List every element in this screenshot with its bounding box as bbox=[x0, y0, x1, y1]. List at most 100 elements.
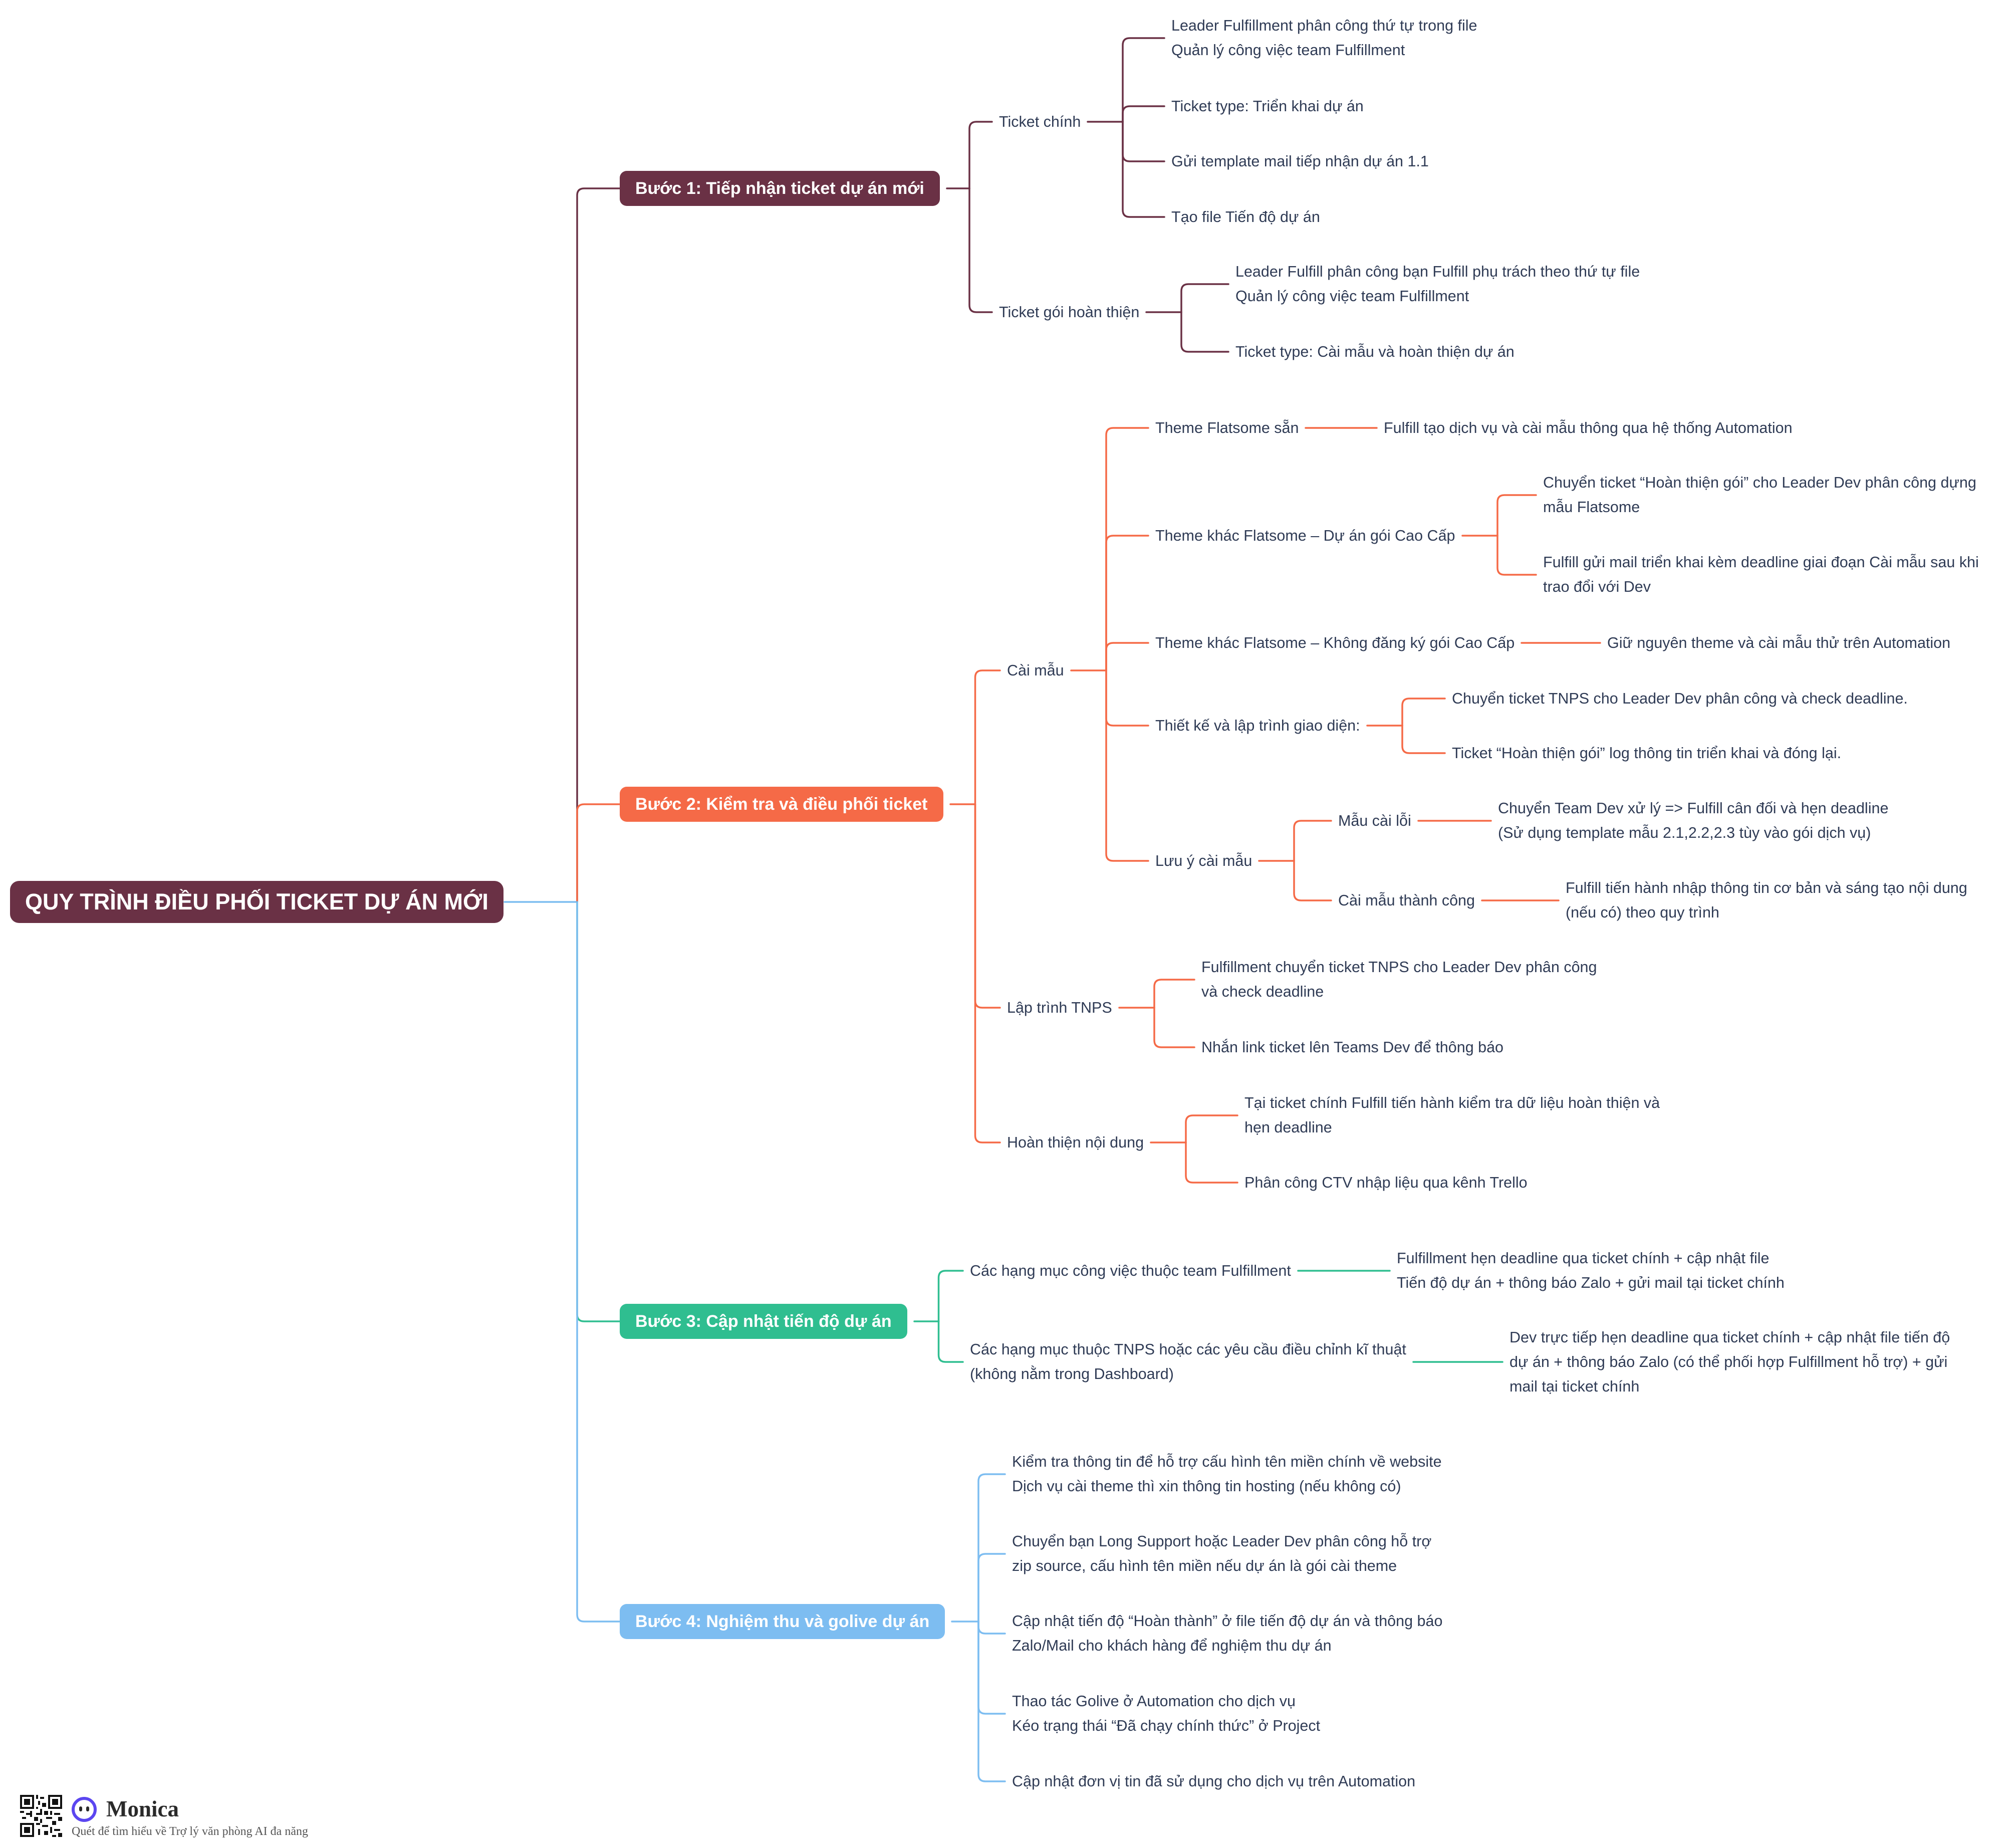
step-2-check-dispatch-leaf-1-1-1: Nhắn link ticket lên Teams Dev để thông … bbox=[1201, 1035, 1503, 1060]
step-1-receive-ticket-leaf-0-1-1-line: Ticket type: Cài mẫu và hoàn thiện dự án bbox=[1235, 343, 1515, 360]
step-4-acceptance-golive-leaf-3-1: Chuyển bạn Long Support hoặc Leader Dev … bbox=[1012, 1529, 1431, 1578]
connector-line bbox=[1185, 1114, 1238, 1143]
step-1-receive-ticket-leaf-0-0-2-line: Gửi template mail tiếp nhận dự án 1.1 bbox=[1171, 152, 1429, 170]
connector-line bbox=[1122, 105, 1165, 123]
step-1-receive-ticket-leaf-0-0-0-line: Leader Fulfillment phân công thứ tự tron… bbox=[1171, 17, 1477, 34]
step-1-receive-ticket-leaf-0-1-0-line: Quản lý công việc team Fulfillment bbox=[1235, 288, 1469, 305]
step-4-acceptance-golive-leaf-3-1-line: Chuyển bạn Long Support hoặc Leader Dev … bbox=[1012, 1533, 1432, 1550]
step-1-receive-ticket-leaf-0-0-0: Leader Fulfillment phân công thứ tự tron… bbox=[1171, 14, 1477, 63]
connector-line bbox=[977, 1621, 1006, 1782]
connector-line bbox=[1105, 669, 1149, 727]
step-3-update-progress-leaf-2-1-0-line: dự án + thông báo Zalo (có thể phối hợp … bbox=[1509, 1353, 1948, 1370]
connector-line bbox=[937, 1320, 964, 1363]
connector-line bbox=[977, 1553, 1006, 1623]
step-3-update-progress-topic-2-1: Các hạng mục thuộc TNPS hoặc các yêu cầu… bbox=[970, 1337, 1406, 1387]
connector-line bbox=[1122, 121, 1165, 218]
connector-line bbox=[1122, 37, 1165, 123]
step-2-check-dispatch-leaf-1-1-0-line: Fulfillment chuyển ticket TNPS cho Leade… bbox=[1201, 959, 1597, 976]
step-2-check-dispatch-topic-1-2: Hoàn thiện nội dung bbox=[1007, 1130, 1144, 1155]
step-3-update-progress: Bước 3: Cập nhật tiến độ dự án bbox=[620, 1304, 907, 1339]
root-title: QUY TRÌNH ĐIỀU PHỐI TICKET DỰ ÁN MỚI bbox=[10, 881, 503, 923]
step-2-check-dispatch-leaf-1-0-1-1-line: Fulfill gửi mail triển khai kèm deadline… bbox=[1543, 554, 1979, 571]
step-3-update-progress-leaf-2-0-0-line: Fulfillment hẹn deadline qua ticket chín… bbox=[1397, 1250, 1770, 1267]
step-2-check-dispatch-leaf-1-2-0: Tại ticket chính Fulfill tiến hành kiểm … bbox=[1244, 1091, 1660, 1140]
connector-line bbox=[1153, 979, 1195, 1009]
step-4-acceptance-golive-leaf-3-0: Kiểm tra thông tin để hỗ trợ cấu hình tê… bbox=[1012, 1450, 1442, 1499]
connector-line bbox=[576, 803, 621, 903]
step-3-update-progress-topic-2-0: Các hạng mục công việc thuộc team Fulfil… bbox=[970, 1259, 1291, 1283]
step-2-check-dispatch-leaf-1-0-4-1-0-line: Fulfill tiến hành nhập thông tin cơ bản … bbox=[1566, 879, 1967, 896]
step-1-receive-ticket-topic-0-0-line: Ticket chính bbox=[999, 113, 1081, 130]
qr-code-icon bbox=[20, 1795, 62, 1837]
step-4-acceptance-golive-leaf-3-3: Thao tác Golive ở Automation cho dịch vụ… bbox=[1012, 1689, 1320, 1738]
step-2-check-dispatch-topic-1-1: Lập trình TNPS bbox=[1007, 996, 1112, 1020]
step-4-acceptance-golive-leaf-3-0-line: Kiểm tra thông tin để hỗ trợ cấu hình tê… bbox=[1012, 1453, 1442, 1470]
step-1-receive-ticket-topic-0-1: Ticket gói hoàn thiện bbox=[999, 300, 1139, 325]
connector-line bbox=[1180, 283, 1229, 313]
step-2-check-dispatch-leaf-1-0-2-0: Giữ nguyên theme và cài mẫu thử trên Aut… bbox=[1607, 631, 1950, 655]
step-2-check-dispatch-topic-1-2-line: Hoàn thiện nội dung bbox=[1007, 1133, 1144, 1151]
connector-line bbox=[1496, 535, 1537, 576]
step-1-receive-ticket: Bước 1: Tiếp nhận ticket dự án mới bbox=[620, 171, 940, 206]
connector-line bbox=[576, 187, 621, 903]
step-2-check-dispatch-topic-1-0-4: Lưu ý cài mẫu bbox=[1155, 849, 1252, 873]
step-2-check-dispatch-topic-1-0-1-line: Theme khác Flatsome – Dự án gói Cao Cấp bbox=[1155, 527, 1455, 544]
step-4-acceptance-golive-leaf-3-1-line: zip source, cấu hình tên miền nếu dự án … bbox=[1012, 1557, 1397, 1574]
step-2-check-dispatch-leaf-1-0-4-0-0-line: Chuyển Team Dev xử lý => Fulfill cân đối… bbox=[1498, 800, 1889, 817]
step-1-receive-ticket-topic-0-1-line: Ticket gói hoàn thiện bbox=[999, 303, 1140, 321]
step-2-check-dispatch-topic-1-0-2-line: Theme khác Flatsome – Không đăng ký gói … bbox=[1155, 634, 1515, 651]
step-2-check-dispatch-topic-1-0-0: Theme Flatsome sẵn bbox=[1155, 416, 1299, 440]
step-2-check-dispatch-leaf-1-1-0-line: và check deadline bbox=[1201, 983, 1324, 1000]
connector-line bbox=[968, 121, 993, 189]
step-2-check-dispatch-topic-1-1-line: Lập trình TNPS bbox=[1007, 999, 1112, 1016]
monica-logo-icon bbox=[72, 1797, 97, 1822]
connector-line bbox=[977, 1473, 1006, 1623]
step-1-receive-ticket-leaf-0-0-2: Gửi template mail tiếp nhận dự án 1.1 bbox=[1171, 149, 1429, 174]
connector-line bbox=[974, 669, 1001, 805]
connector-line bbox=[1401, 698, 1446, 727]
step-1-receive-ticket-leaf-0-1-0-line: Leader Fulfill phân công bạn Fulfill phụ… bbox=[1235, 263, 1640, 280]
step-1-receive-ticket-leaf-0-0-3-line: Tạo file Tiến độ dự án bbox=[1171, 208, 1320, 225]
step-2-check-dispatch-leaf-1-2-0-line: Tại ticket chính Fulfill tiến hành kiểm … bbox=[1244, 1094, 1660, 1111]
step-1-receive-ticket-leaf-0-0-3: Tạo file Tiến độ dự án bbox=[1171, 205, 1320, 229]
step-2-check-dispatch-leaf-1-0-0-0: Fulfill tạo dịch vụ và cài mẫu thông qua… bbox=[1384, 416, 1793, 440]
step-2-check-dispatch-leaf-1-0-4-0-0-line: (Sử dụng template mẫu 2.1,2.2,2.3 tùy và… bbox=[1498, 824, 1871, 841]
step-2-check-dispatch-leaf-1-0-3-0-line: Chuyển ticket TNPS cho Leader Dev phân c… bbox=[1452, 689, 1908, 707]
connector-line bbox=[1105, 642, 1149, 671]
step-2-check-dispatch-topic-1-0-4-1: Cài mẫu thành công bbox=[1338, 888, 1475, 913]
step-4-acceptance-golive-leaf-3-2-line: Cập nhật tiến độ “Hoàn thành” ở file tiế… bbox=[1012, 1612, 1443, 1630]
step-4-acceptance-golive-leaf-3-4-line: Cập nhật đơn vị tin đã sử dụng cho dịch … bbox=[1012, 1772, 1416, 1790]
step-1-receive-ticket-leaf-0-1-1: Ticket type: Cài mẫu và hoàn thiện dự án bbox=[1235, 340, 1515, 364]
step-4-acceptance-golive-leaf-3-4: Cập nhật đơn vị tin đã sử dụng cho dịch … bbox=[1012, 1769, 1415, 1794]
connector-line bbox=[1105, 427, 1149, 671]
step-2-check-dispatch-leaf-1-1-1-line: Nhắn link ticket lên Teams Dev để thông … bbox=[1201, 1038, 1504, 1056]
step-2-check-dispatch-topic-1-0-0-line: Theme Flatsome sẵn bbox=[1155, 419, 1299, 436]
step-4-acceptance-golive-leaf-3-3-line: Thao tác Golive ở Automation cho dịch vụ bbox=[1012, 1693, 1296, 1710]
step-2-check-dispatch: Bước 2: Kiểm tra và điều phối ticket bbox=[620, 787, 943, 822]
step-2-check-dispatch-topic-1-0-4-0: Mẫu cài lỗi bbox=[1338, 809, 1411, 833]
step-4-acceptance-golive-leaf-3-0-line: Dịch vụ cài theme thì xin thông tin host… bbox=[1012, 1478, 1401, 1495]
connector-line bbox=[977, 1621, 1006, 1715]
brand-name: Monica bbox=[106, 1796, 179, 1821]
step-2-check-dispatch-leaf-1-0-4-0-0: Chuyển Team Dev xử lý => Fulfill cân đối… bbox=[1498, 796, 1888, 845]
step-3-update-progress-leaf-2-1-0-line: Dev trực tiếp hẹn deadline qua ticket ch… bbox=[1509, 1328, 1950, 1346]
connector-line bbox=[977, 1621, 1006, 1635]
connector-line bbox=[1105, 669, 1149, 862]
step-2-check-dispatch-leaf-1-0-1-0-line: mẫu Flatsome bbox=[1543, 499, 1640, 516]
brand-subtitle: Quét để tìm hiểu về Trợ lý văn phòng AI … bbox=[72, 1825, 308, 1838]
step-2-check-dispatch-topic-1-0-3-line: Thiết kế và lập trình giao diện: bbox=[1155, 717, 1360, 734]
step-2-check-dispatch-topic-1-0: Cài mẫu bbox=[1007, 658, 1064, 683]
step-2-check-dispatch-topic-1-0-3: Thiết kế và lập trình giao diện: bbox=[1155, 714, 1360, 738]
step-2-check-dispatch-leaf-1-0-3-0: Chuyển ticket TNPS cho Leader Dev phân c… bbox=[1452, 686, 1908, 711]
step-2-check-dispatch-leaf-1-1-0: Fulfillment chuyển ticket TNPS cho Leade… bbox=[1201, 955, 1597, 1004]
step-1-receive-ticket-leaf-0-1-0: Leader Fulfill phân công bạn Fulfill phụ… bbox=[1235, 260, 1640, 309]
connector-line bbox=[1122, 121, 1165, 162]
step-3-update-progress-topic-2-1-line: (không nằm trong Dashboard) bbox=[970, 1365, 1174, 1382]
step-2-check-dispatch-leaf-1-2-1-line: Phân công CTV nhập liệu qua kênh Trello bbox=[1244, 1174, 1528, 1191]
connector-line bbox=[974, 803, 1001, 1143]
connector-line bbox=[1496, 494, 1537, 537]
connector-line bbox=[1293, 820, 1332, 862]
step-3-update-progress-leaf-2-0-0-line: Tiến độ dự án + thông báo Zalo + gửi mai… bbox=[1397, 1274, 1785, 1291]
step-3-update-progress-leaf-2-1-0-line: mail tại ticket chính bbox=[1509, 1377, 1640, 1395]
step-2-check-dispatch-topic-1-0-4-line: Lưu ý cài mẫu bbox=[1155, 852, 1252, 869]
